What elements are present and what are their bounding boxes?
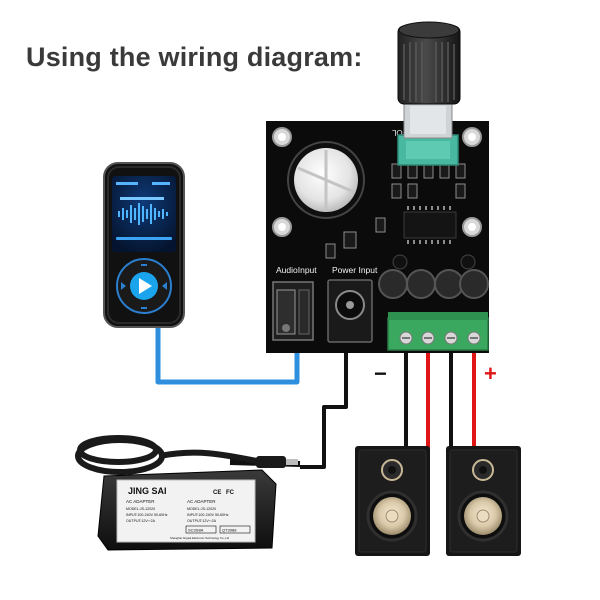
next-icon	[162, 282, 167, 290]
negative-polarity-label: −	[374, 361, 387, 386]
adapter-brand: JING SAI	[128, 486, 167, 496]
music-player	[103, 162, 185, 328]
power-cable	[300, 345, 348, 469]
adapter-input-left: INPUT:100-240V 50-60Hz	[126, 513, 168, 517]
adapter-cert-ce: CE	[213, 490, 221, 496]
volume-knob	[397, 21, 461, 105]
power-input-jack	[327, 279, 373, 343]
adapter-input-right: INPUT:100-240V 50-60Hz	[187, 513, 229, 517]
vol-label: VOL	[391, 128, 408, 137]
adapter-stamp-1: SC3S8A	[188, 528, 204, 533]
adapter-output-left: OUTPUT:12V⎓2A	[126, 519, 156, 523]
adapter-model-right: MODEL:JS-12020	[187, 507, 216, 511]
knob-grip-lines	[403, 42, 455, 102]
speaker-terminal-block	[387, 312, 489, 351]
adapter-model-left: MODEL:JS-12020	[126, 507, 155, 511]
power-input-label: Power Input	[332, 265, 378, 275]
adapter-cert-fc: FC	[226, 490, 235, 496]
volume-potentiometer	[397, 101, 459, 166]
chip-pins	[407, 206, 451, 244]
menu-icon	[141, 264, 147, 266]
audio-input-jack	[272, 281, 314, 341]
power-adapter: JING SAI AC ADAPTER MODEL:JS-12020 INPUT…	[75, 435, 298, 551]
audio-cable	[155, 322, 300, 385]
adapter-maker: Shanghai Jingsai Electronic Technology C…	[170, 536, 229, 540]
speaker-right	[446, 446, 521, 556]
audio-input-label: AudioInput	[276, 265, 317, 275]
amplifier-chip	[403, 211, 457, 239]
speaker-left	[355, 446, 430, 556]
inductors	[378, 254, 489, 299]
minus-icon	[141, 307, 147, 309]
waveform-icon	[118, 203, 168, 225]
adapter-type-right: AC ADAPTER	[187, 499, 216, 504]
dc-plug	[256, 456, 298, 468]
page-title: Using the wiring diagram:	[26, 42, 363, 72]
play-icon	[139, 278, 152, 294]
amplifier-board: VOL	[266, 121, 489, 353]
prev-icon	[121, 282, 126, 290]
adapter-type: AC ADAPTER	[126, 499, 155, 504]
adapter-stamp-2: QT3988	[222, 528, 237, 533]
adapter-output-right: OUTPUT:12V⎓2A	[187, 519, 217, 523]
adapter-coiled-cord	[75, 435, 263, 475]
positive-polarity-label: +	[484, 361, 497, 386]
